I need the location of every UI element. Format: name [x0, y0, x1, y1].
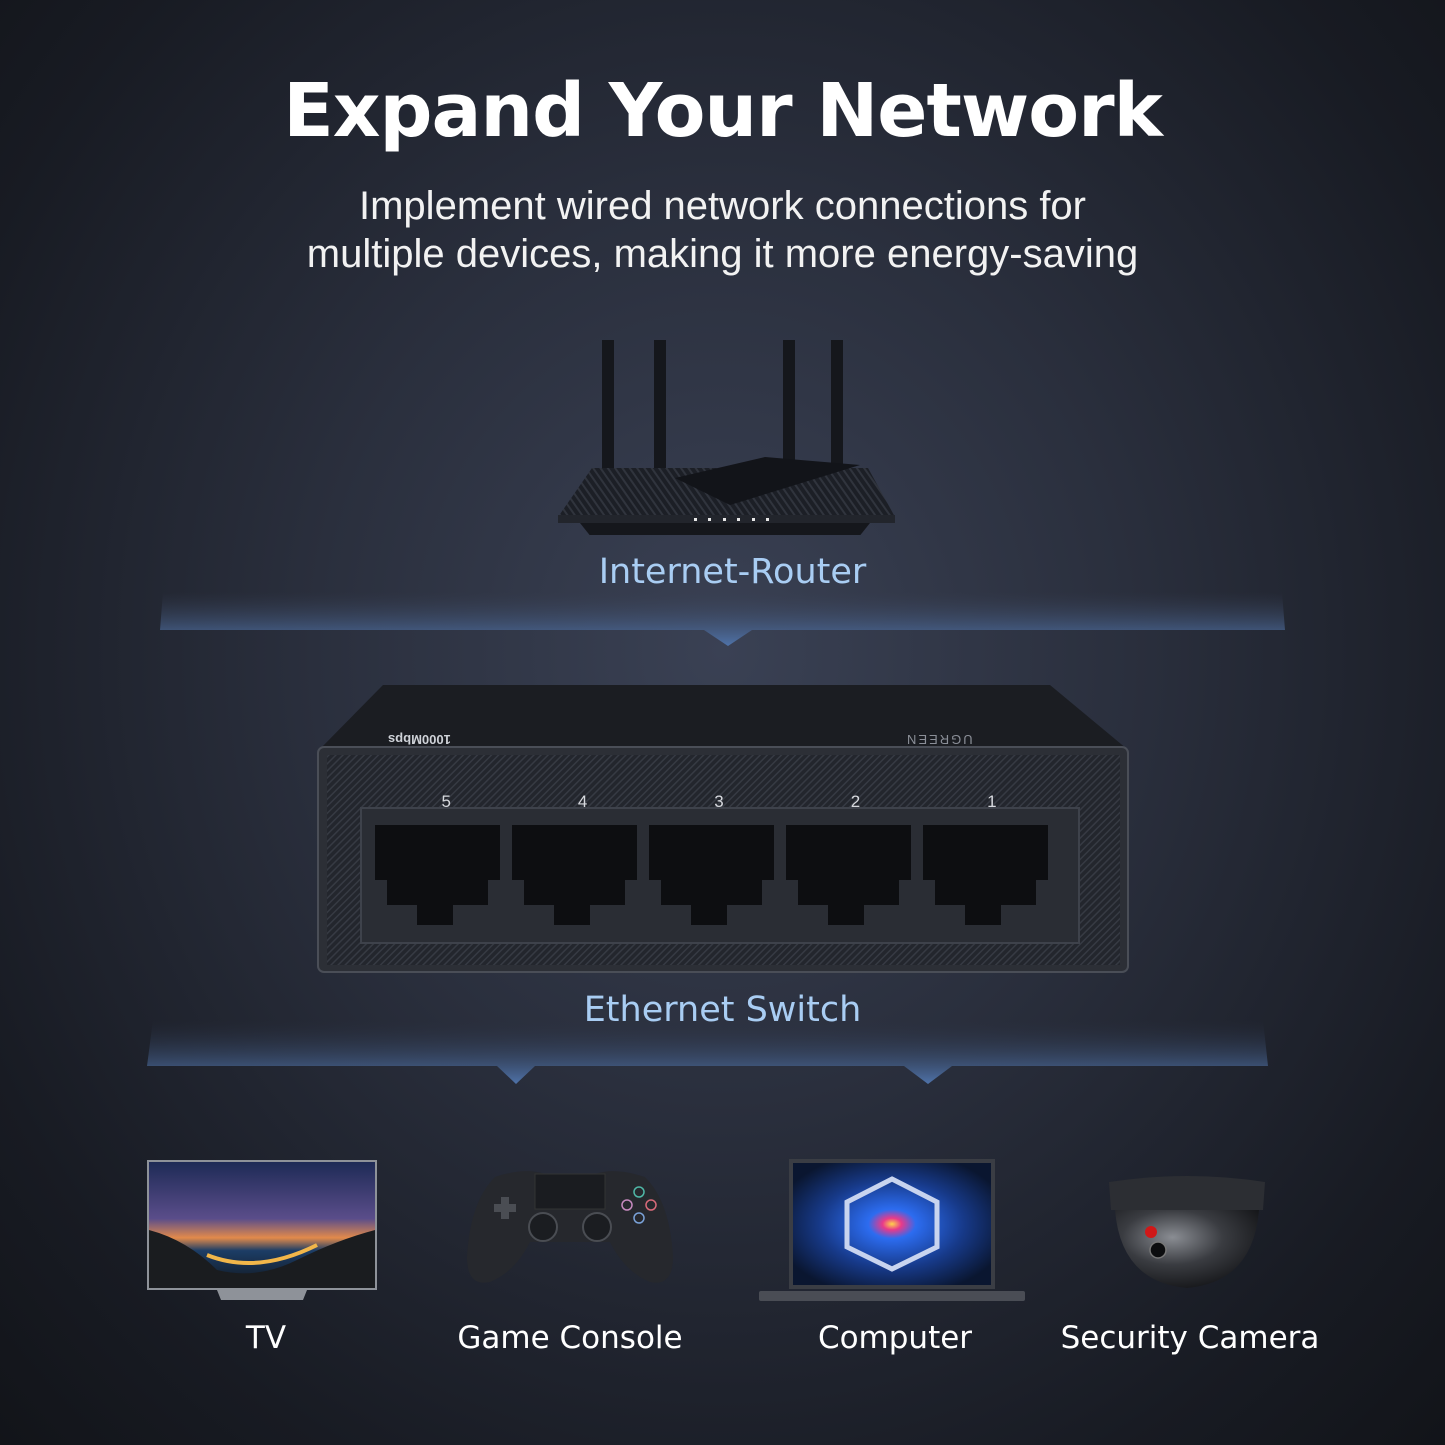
device-label-computer: Computer: [817, 1320, 973, 1356]
tv-icon: [147, 1160, 377, 1300]
port-label-1: 1: [987, 792, 997, 811]
subtitle-line-1: Implement wired network connections for: [359, 184, 1086, 228]
connector-band-bottom: [145, 1020, 1270, 1084]
page-subtitle: Implement wired network connections for …: [0, 182, 1445, 278]
wifi-router-icon: [550, 335, 900, 538]
device-label-tv: TV: [245, 1320, 287, 1356]
device-label-security-camera: Security Camera: [1060, 1320, 1320, 1356]
switch-brand-marking: UGREEN: [905, 732, 973, 747]
connector-band-top: [160, 592, 1285, 650]
port-label-4: 4: [577, 792, 588, 811]
router-label: Internet-Router: [598, 552, 867, 592]
port-label-2: 2: [850, 792, 861, 811]
page-title: Expand Your Network: [283, 68, 1163, 154]
dome-camera-icon: [1103, 1172, 1271, 1292]
laptop-icon: [757, 1157, 1027, 1309]
port-label-5: 5: [441, 792, 451, 811]
switch-speed-marking: 1000Mbps: [388, 732, 451, 747]
subtitle-line-2: multiple devices, making it more energy-…: [306, 232, 1139, 276]
port-label-3: 3: [714, 792, 724, 811]
device-label-game-console: Game Console: [457, 1320, 683, 1356]
ethernet-switch-icon: [315, 683, 1131, 975]
gamepad-icon: [465, 1162, 675, 1292]
port-labels: 5 4 3 2 1: [380, 792, 1060, 812]
